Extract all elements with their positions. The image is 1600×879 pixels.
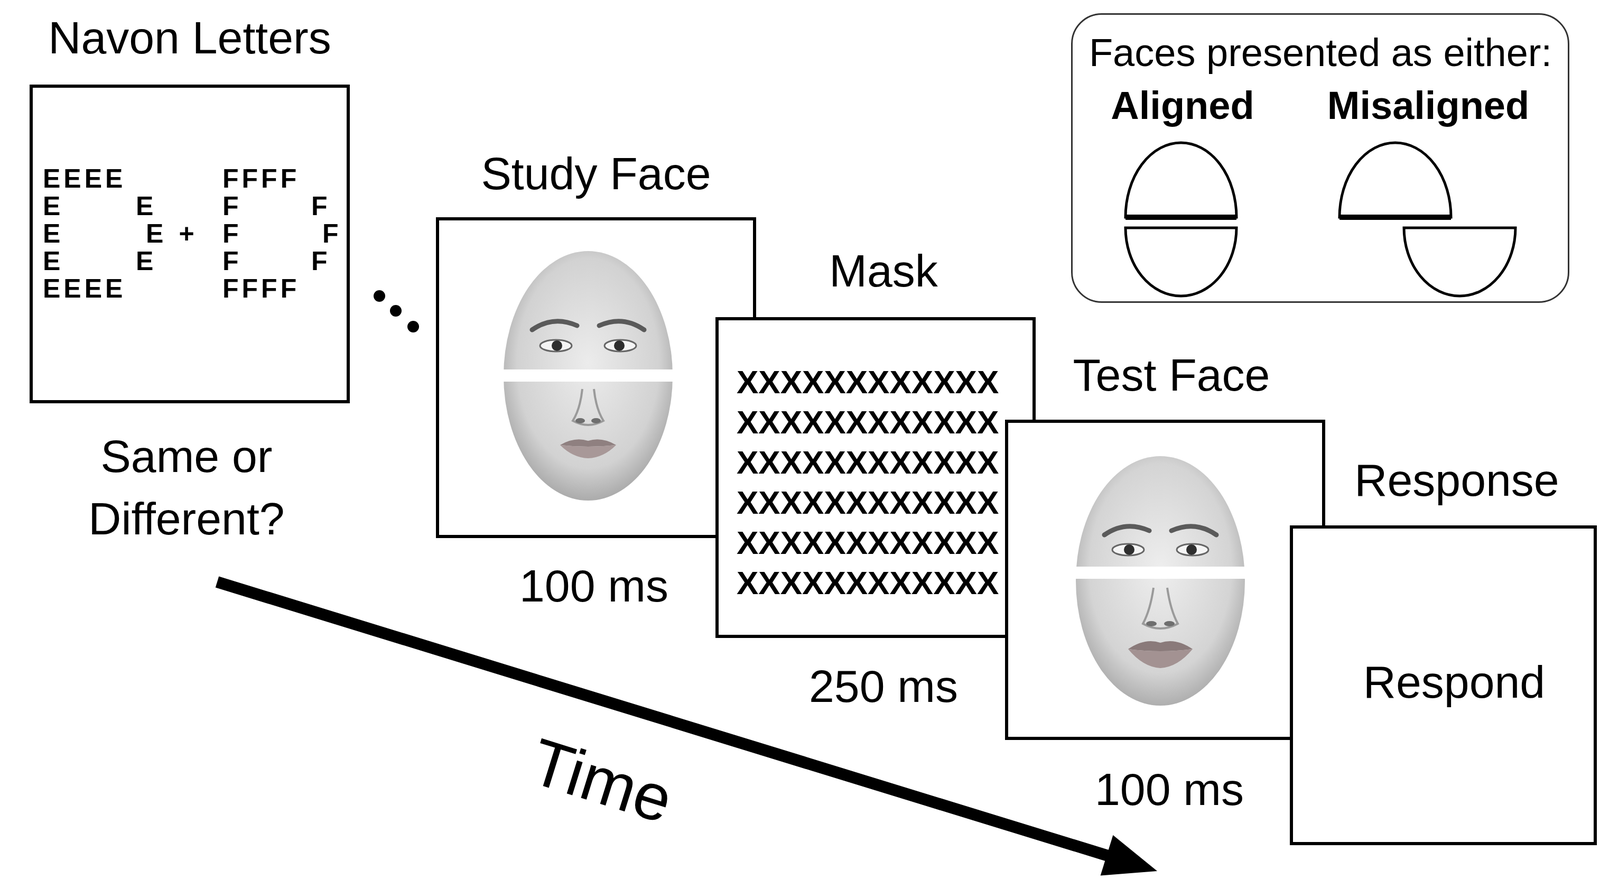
label-holder: 100 ms [1094, 764, 1244, 815]
navon-letter: F [311, 246, 331, 276]
stimulus-frame: Study Face [435, 217, 757, 538]
navon-letter: EEEE [42, 274, 126, 304]
face-photo [1075, 455, 1246, 706]
navon-letter: F [222, 219, 243, 249]
duration-label: 100 ms [519, 560, 669, 611]
navon-letter: F [311, 191, 331, 221]
frame-title: Study Face [481, 147, 712, 200]
inset-heading: Faces presented as either: [1089, 30, 1552, 76]
navon-letter: E [145, 219, 167, 249]
mask-pattern: XXXXXXXXXXXX XXXXXXXXXXXX XXXXXXXXXXXX X… [736, 361, 999, 603]
time-label: Time [522, 724, 681, 837]
response-frame: ResponseRespond [1289, 525, 1597, 845]
navon-letter: FFFF [222, 164, 300, 194]
label-holder: E [42, 219, 64, 249]
response-prompt: Respond [1363, 655, 1546, 709]
frame-title: Navon Letters [48, 11, 331, 64]
task-question: Same or Different? [59, 424, 314, 550]
label-holder: F [322, 219, 342, 249]
label-holder: F [222, 246, 243, 276]
label-holder: E [145, 219, 167, 249]
label-holder: F [222, 191, 243, 221]
text-holder: Mask [829, 244, 938, 297]
duration-label: 250 ms [808, 661, 958, 712]
navon-letter: F [222, 191, 243, 221]
navon-letter: E [135, 191, 157, 221]
text-holder: Respond [1363, 655, 1546, 709]
navon-letter: E [42, 219, 64, 249]
navon-letter: FFFF [222, 274, 300, 304]
time-arrow-head [1100, 834, 1158, 876]
label-holder: E [135, 191, 157, 221]
navon-letter: E [135, 246, 157, 276]
label-holder: EEEE [42, 164, 126, 194]
navon-letter: E [42, 191, 64, 221]
label-holder: 250 ms [808, 661, 958, 712]
frame-title: Test Face [1073, 348, 1271, 402]
face-photo [503, 250, 674, 501]
text-holder: Misaligned [1327, 82, 1530, 128]
label-holder: E [42, 246, 64, 276]
label-holder: 100 ms [519, 560, 669, 611]
label-holder: FFFF [222, 274, 300, 304]
condition-label: Misaligned [1327, 82, 1530, 128]
text-holder: XXXXXXXXXXXX XXXXXXXXXXXX XXXXXXXXXXXX X… [736, 361, 999, 603]
navon-letter: E [42, 246, 64, 276]
label-holder: F [222, 219, 243, 249]
label-holder: EEEE [42, 274, 126, 304]
label-holder: FFFF [222, 164, 300, 194]
text-holder: Test Face [1073, 348, 1271, 402]
label-holder: + [178, 219, 194, 249]
ellipsis-dots [373, 290, 420, 333]
navon-letter: F [322, 219, 342, 249]
navon-letter: F [222, 246, 243, 276]
label-holder: F [311, 191, 331, 221]
text-holder: Study Face [481, 147, 712, 200]
duration-label: 100 ms [1094, 764, 1244, 815]
mask-frame: MaskXXXXXXXXXXXX XXXXXXXXXXXX XXXXXXXXXX… [715, 317, 1036, 638]
label-holder: E [135, 246, 157, 276]
condition-inset: Faces presented as either: Aligned Misalig… [1071, 13, 1570, 303]
stimulus-frame: Test Face [1005, 419, 1326, 740]
navon-letter: EEEE [42, 164, 126, 194]
frame-title: Response [1354, 453, 1559, 507]
text-holder: Response [1354, 453, 1559, 507]
condition-label: Aligned [1110, 82, 1254, 128]
label-holder: F [311, 246, 331, 276]
label-holder: Time [522, 724, 681, 837]
text-holder: Aligned [1110, 82, 1254, 128]
frame-title: Mask [829, 244, 938, 297]
text-holder: Faces presented as either: [1089, 30, 1552, 76]
fixation-cross: + [178, 219, 194, 249]
label-holder: Same or Different? [59, 424, 314, 550]
text-holder: Navon Letters [48, 11, 331, 64]
label-holder: E [42, 191, 64, 221]
